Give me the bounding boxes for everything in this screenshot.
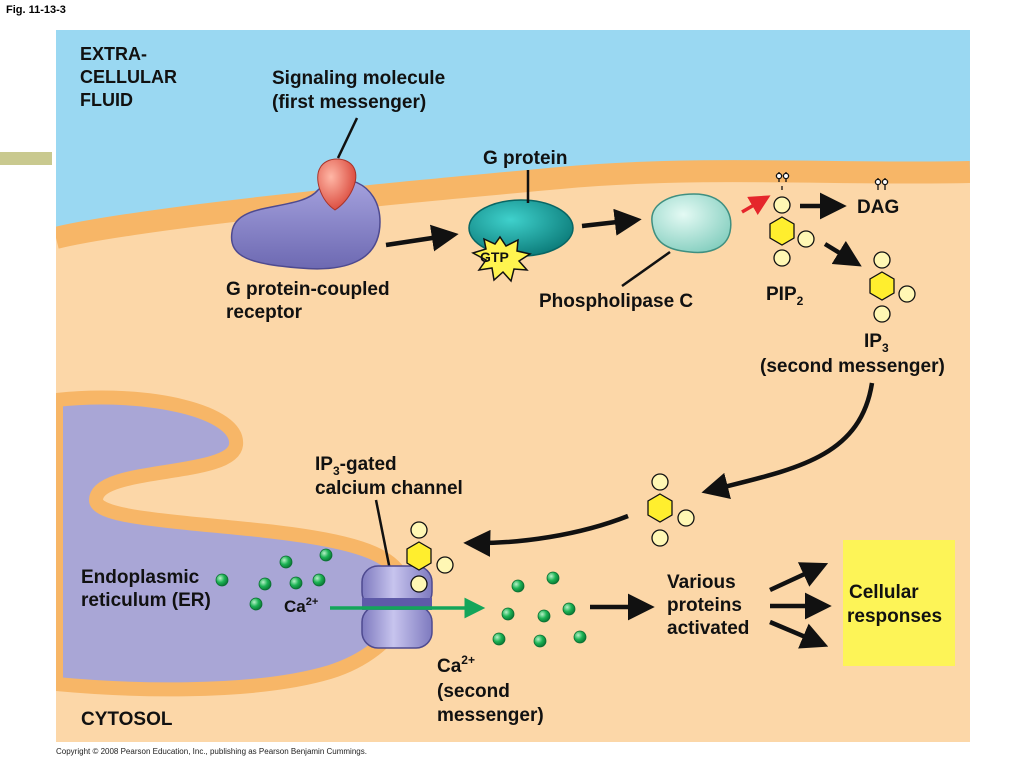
cytosol-label: CYTOSOL [81,709,173,730]
channel-leader-line [374,499,392,571]
extracellular-region [56,30,970,238]
signaling-molecule [317,158,357,211]
er-label-line1: Endoplasmic [81,567,200,588]
ip3-molecule-middle [647,473,695,547]
various-proteins-line2: proteins [667,595,742,616]
gtp-label: GTP [480,249,509,265]
signaling-molecule-label-line1: Signaling molecule [272,68,445,89]
arrow-gprotein-to-plc [581,208,642,236]
arrow-receptor-to-gprotein [385,224,459,252]
gpcr-label-line2: receptor [226,302,303,323]
channel-label-line1: IP3-gated [315,454,397,478]
ip3-label: IP3 [864,331,889,355]
ca-second-messenger-line1: (second [437,681,510,702]
ca-second-messenger-line2: messenger) [437,705,544,726]
ca-er-label: Ca2+ [284,596,318,616]
cellular-responses-box [843,540,955,666]
ca-cytosol-label: Ca2+ [437,653,475,677]
phospholipase-c [651,193,732,254]
extracellular-label-line2: CELLULAR [80,67,177,87]
gtp-burst [471,235,532,283]
ip3-molecule-bound [406,521,454,593]
plc-leader-line [621,250,671,288]
pip2-label: PIP2 [766,284,804,308]
pip2-molecule [769,172,815,267]
arrow-response-up [769,562,829,593]
dag-label: DAG [857,197,899,218]
ip3-molecule-top [869,251,916,323]
g-protein [468,199,574,257]
er-label-line2: reticulum (ER) [81,590,211,611]
arrow-response-down [769,619,829,649]
cellular-responses-line1: Cellular [849,582,919,603]
arrow-to-ip3 [823,240,862,267]
gpcr-label-line1: G protein-coupled [226,279,390,300]
signaling-molecule-label-line2: (first messenger) [272,92,426,113]
ip3-second-messenger-label: (second messenger) [760,356,945,377]
arrow-ip3-diffusion [701,382,875,500]
phospholipase-c-label: Phospholipase C [539,291,693,312]
endoplasmic-reticulum [56,390,414,697]
calcium-ions-cytosol [492,571,587,648]
various-proteins-line3: activated [667,618,749,639]
plasma-membrane [56,160,970,249]
arrow-ip3-to-channel [463,513,629,557]
calcium-ions-er [215,548,333,611]
g-protein-label: G protein [483,148,567,169]
extracellular-label-line3: FLUID [80,90,133,110]
figure-label: Fig. 11-13-3 [6,4,66,16]
signaling-leader-line [336,117,359,159]
slide-tab-decoration [0,152,52,165]
copyright-notice: Copyright © 2008 Pearson Education, Inc.… [56,747,367,756]
dag-lipid-icon [874,178,889,190]
red-arrow-plc-to-pip2 [741,195,771,216]
various-proteins-line1: Various [667,572,736,593]
channel-label-line2: calcium channel [315,478,463,499]
cellular-responses-line2: responses [847,606,942,627]
extracellular-label-line1: EXTRA- [80,44,147,64]
